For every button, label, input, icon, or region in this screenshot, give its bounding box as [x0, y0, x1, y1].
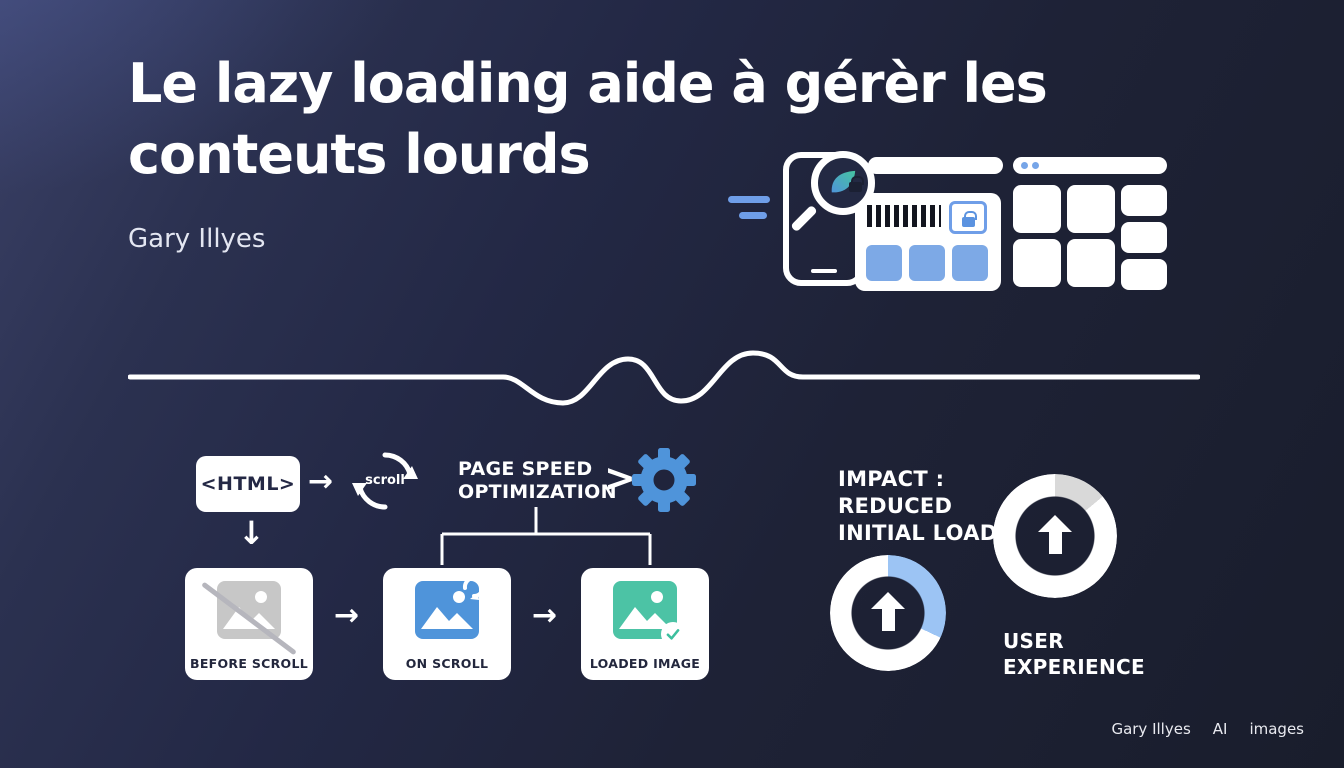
footer: Gary Illyes AI images: [1111, 720, 1304, 738]
magnifier-icon: [811, 151, 875, 215]
page-speed-line-1: PAGE SPEED: [458, 458, 593, 480]
user-experience-label: USER EXPERIENCE: [1003, 628, 1145, 680]
image-loaded-icon: [613, 581, 685, 646]
page-title: Le lazy loading aide à gérèr les conteut…: [128, 48, 1048, 190]
chevron-right-icon: >: [604, 456, 636, 500]
refresh-arrow-icon: [462, 576, 485, 600]
arrow-right-icon: →: [532, 598, 558, 633]
image-disabled-icon: [217, 581, 281, 639]
grid-tile: [1067, 239, 1115, 287]
loaded-image-card: LOADED IMAGE: [581, 568, 709, 680]
up-arrow-icon: [871, 592, 905, 631]
browser-dot: [1032, 162, 1039, 169]
up-arrow-icon: [1038, 515, 1072, 554]
image-placeholder-block: [909, 245, 945, 281]
gear-icon: [632, 448, 696, 512]
arrow-right-icon: →: [334, 598, 360, 633]
footer-credit: Gary Illyes: [1111, 720, 1191, 738]
page-speed-optimization-label: PAGE SPEED OPTIMIZATION: [458, 458, 617, 504]
title-line-2: conteuts lourds: [128, 123, 591, 186]
on-scroll-card: ON SCROLL: [383, 568, 511, 680]
wavy-divider: [128, 350, 1200, 406]
title-line-1: Le lazy loading aide à gérèr les: [128, 52, 1048, 115]
loaded-image-label: LOADED IMAGE: [589, 656, 701, 671]
phone-home-bar: [811, 269, 837, 273]
circular-arrows-icon: [352, 452, 418, 510]
hero-illustration: [715, 138, 1185, 308]
image-placeholder-block: [866, 245, 902, 281]
grid-tile: [1013, 185, 1061, 233]
branch-connector: [440, 507, 652, 565]
impact-line-2: REDUCED: [838, 494, 953, 518]
on-scroll-label: ON SCROLL: [405, 656, 489, 671]
impact-line-3: INITIAL LOAD: [838, 521, 998, 545]
impact-label: IMPACT : REDUCED INITIAL LOAD: [838, 466, 998, 547]
browser-tab-bar: [868, 157, 1003, 174]
image-mountains-icon: [223, 591, 275, 629]
image-placeholder-block: [952, 245, 988, 281]
before-scroll-card: BEFORE SCROLL: [185, 568, 313, 680]
browser-tab-bar: [1013, 157, 1167, 174]
html-tag-box: <HTML>: [196, 456, 300, 512]
image-loading-icon: [415, 576, 485, 639]
html-tag-label: <HTML>: [200, 473, 296, 495]
secure-lock-card: [949, 201, 987, 234]
lock-icon: [849, 176, 864, 192]
scroll-icon: scroll: [352, 448, 418, 514]
ux-line-1: USER: [1003, 629, 1064, 653]
browser-dot: [1021, 162, 1028, 169]
image-mountains-icon: [421, 591, 473, 629]
speed-line-icon: [739, 212, 767, 219]
grid-tile: [1121, 259, 1167, 290]
browser-window: [855, 193, 1001, 291]
grid-tile: [1067, 185, 1115, 233]
check-badge: [661, 622, 685, 646]
page-speed-line-2: OPTIMIZATION: [458, 481, 617, 503]
arrow-down-icon: ↓: [238, 514, 265, 552]
before-scroll-label: BEFORE SCROLL: [190, 656, 309, 671]
impact-line-1: IMPACT :: [838, 467, 945, 491]
barcode-bar: [867, 205, 941, 227]
checkmark-icon: [666, 629, 680, 640]
footer-tag-ai: AI: [1212, 720, 1228, 738]
grid-tile: [1121, 185, 1167, 216]
leaf-icon: [831, 170, 856, 193]
lock-icon: [961, 211, 977, 227]
author-name: Gary Illyes: [128, 224, 266, 254]
ux-line-2: EXPERIENCE: [1003, 655, 1145, 679]
grid-tile: [1121, 222, 1167, 253]
speed-line-icon: [728, 196, 770, 203]
scroll-label: scroll: [365, 473, 405, 488]
arrow-right-icon: →: [308, 464, 334, 499]
footer-tag-images: images: [1249, 720, 1304, 738]
image-mountains-icon: [619, 591, 671, 629]
grid-tile: [1013, 239, 1061, 287]
